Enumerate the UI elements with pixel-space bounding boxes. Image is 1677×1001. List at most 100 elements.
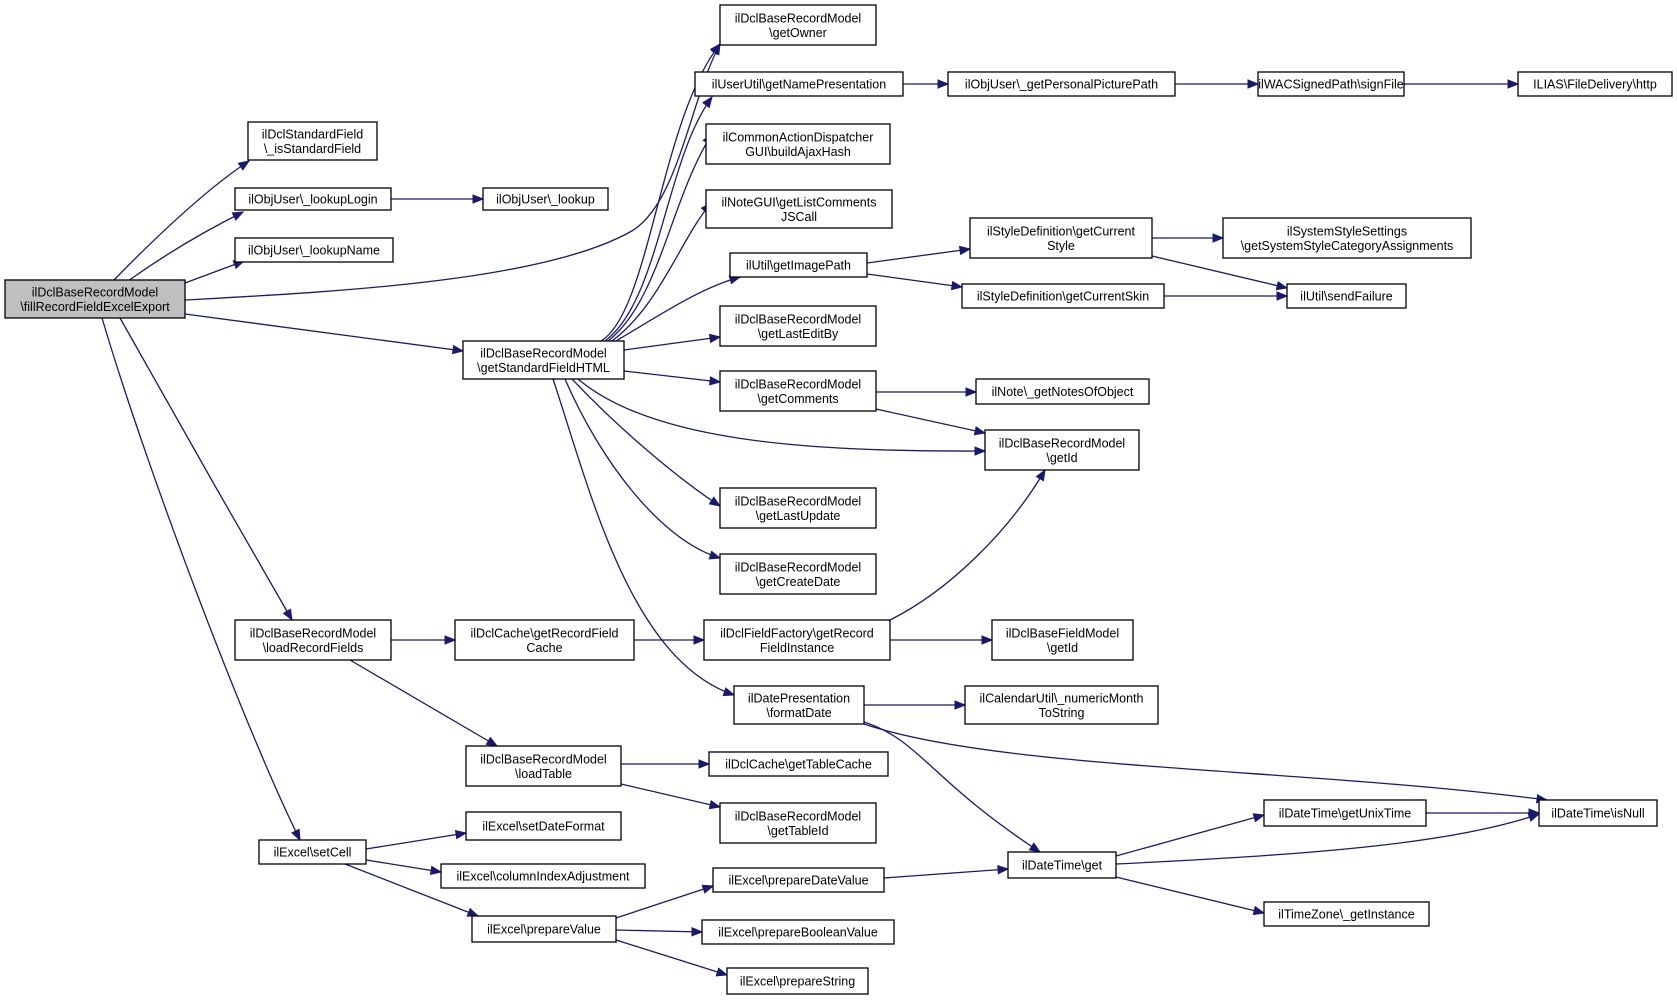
edge-root-to-lookupLogin: [127, 211, 245, 282]
edge-line: [101, 317, 301, 841]
arrowhead-icon: [454, 829, 468, 840]
edge-dtGet-to-getInstance: [1115, 876, 1266, 916]
node-label: \getId: [1047, 641, 1078, 655]
node-prepareDateValue[interactable]: ilExcel\prepareDateValue: [712, 867, 885, 893]
edge-getStandardFieldHTML-to-getNamePresentation: [604, 95, 713, 342]
node-getLastEditBy[interactable]: ilDclBaseRecordModel\getLastEditBy: [719, 305, 877, 347]
edge-getRecordFieldCache-to-getRecordFieldInstance: [634, 635, 706, 645]
node-prepareString[interactable]: ilExcel\prepareString: [726, 967, 869, 995]
node-getId[interactable]: ilDclBaseRecordModel\getId: [984, 429, 1140, 471]
edge-getRecordFieldInstance-to-fieldGetId: [890, 635, 994, 645]
node-getImagePath[interactable]: ilUtil\getImagePath: [729, 252, 868, 278]
node-box: [247, 121, 378, 161]
node-box: [440, 863, 646, 889]
node-label: ilTimeZone\_getInstance: [1278, 908, 1414, 922]
edge-line: [564, 378, 721, 559]
node-isNull[interactable]: ilDateTime\isNull: [1538, 799, 1658, 827]
node-getCreateDate[interactable]: ilDclBaseRecordModel\getCreateDate: [719, 553, 877, 595]
node-label: GUI\buildAjaxHash: [745, 145, 851, 159]
node-box: [234, 187, 392, 211]
edge-getUnixTime-to-isNull: [1426, 808, 1541, 818]
node-label: ilExcel\columnIndexAdjustment: [457, 870, 631, 884]
node-buildAjaxHash[interactable]: ilCommonActionDispatcherGUI\buildAjaxHas…: [705, 123, 891, 165]
edge-line: [607, 133, 713, 342]
node-box: [726, 967, 869, 995]
node-getComments[interactable]: ilDclBaseRecordModel\getComments: [719, 370, 877, 412]
node-box: [719, 4, 877, 46]
node-signFile[interactable]: ilWACSignedPath\signFile: [1257, 71, 1405, 97]
node-formatDate[interactable]: ilDatePresentation\formatDate: [733, 685, 865, 725]
node-box: [719, 802, 877, 844]
node-lookupName[interactable]: ilObjUser\_lookupName: [234, 237, 394, 263]
node-lookupLogin[interactable]: ilObjUser\_lookupLogin: [234, 187, 392, 211]
arrowhead-icon: [997, 865, 1010, 875]
node-box: [1257, 71, 1405, 97]
node-dtGet[interactable]: ilDateTime\get: [1007, 851, 1117, 879]
node-label: ilDateTime\get: [1022, 859, 1103, 873]
node-lookup[interactable]: ilObjUser\_lookup: [482, 187, 609, 211]
edge-setCell-to-setDateFormat: [365, 829, 468, 850]
node-label: ilDclBaseRecordModel: [480, 752, 606, 766]
node-label: ilDclBaseFieldModel: [1006, 626, 1119, 640]
node-box: [694, 71, 904, 97]
node-getPersonalPicturePath[interactable]: ilObjUser\_getPersonalPicturePath: [947, 71, 1176, 97]
node-sendFailure[interactable]: ilUtil\sendFailure: [1286, 283, 1407, 309]
node-label: ilDclBaseRecordModel: [480, 346, 606, 360]
node-loadTable[interactable]: ilDclBaseRecordModel\loadTable: [465, 745, 622, 787]
node-getNamePresentation[interactable]: ilUserUtil\getNamePresentation: [694, 71, 904, 97]
arrowhead-icon: [693, 635, 706, 645]
arrowhead-icon: [466, 907, 480, 917]
node-box: [1286, 283, 1407, 309]
node-getTableId[interactable]: ilDclBaseRecordModel\getTableId: [719, 802, 877, 844]
node-loadRecordFields[interactable]: ilDclBaseRecordModel\loadRecordFields: [234, 619, 392, 661]
node-label: ilSystemStyleSettings: [1287, 224, 1407, 238]
node-isStandardField[interactable]: ilDclStandardField\_isStandardField: [247, 121, 378, 161]
arrowhead-icon: [708, 496, 722, 507]
node-http[interactable]: ILIAS\FileDelivery\http: [1517, 71, 1673, 97]
edge-root-to-isStandardField: [112, 160, 251, 282]
edge-line: [875, 408, 986, 434]
node-getSystemStyleCategoryAssignments[interactable]: ilSystemStyleSettings\getSystemStyleCate…: [1222, 217, 1472, 259]
node-fieldGetId[interactable]: ilDclBaseFieldModel\getId: [991, 619, 1134, 661]
node-columnIndexAdjustment[interactable]: ilExcel\columnIndexAdjustment: [440, 863, 646, 889]
node-label: Style: [1047, 239, 1075, 253]
edge-line: [620, 783, 721, 808]
node-box: [705, 123, 891, 165]
node-getStandardFieldHTML[interactable]: ilDclBaseRecordModel\getStandardFieldHTM…: [462, 340, 625, 380]
node-setCell[interactable]: ilExcel\setCell: [258, 839, 367, 865]
node-prepareBooleanValue[interactable]: ilExcel\prepareBooleanValue: [701, 919, 895, 945]
node-setDateFormat[interactable]: ilExcel\setDateFormat: [465, 811, 622, 841]
arrowhead-icon: [708, 800, 722, 810]
node-label: ilUtil\getImagePath: [746, 259, 851, 273]
node-label: ILIAS\FileDelivery\http: [1533, 78, 1657, 92]
node-getUnixTime[interactable]: ilDateTime\getUnixTime: [1263, 799, 1427, 827]
node-getCurrentSkin[interactable]: ilStyleDefinition\getCurrentSkin: [961, 283, 1165, 309]
node-box: [454, 619, 635, 661]
edge-getNamePresentation-to-getPersonalPicturePath: [903, 79, 950, 89]
edge-formatDate-to-numericMonthToString: [864, 700, 967, 710]
node-box: [961, 283, 1165, 309]
node-label: ilDclBaseRecordModel: [735, 377, 861, 391]
edge-signFile-to-http: [1404, 79, 1520, 89]
node-getInstance[interactable]: ilTimeZone\_getInstance: [1263, 901, 1430, 927]
edge-setCell-to-columnIndexAdjustment: [365, 859, 443, 876]
node-label: ilExcel\setDateFormat: [482, 820, 605, 834]
node-box: [984, 429, 1140, 471]
node-label: ilWACSignedPath\signFile: [1258, 78, 1403, 92]
node-getOwner[interactable]: ilDclBaseRecordModel\getOwner: [719, 4, 877, 46]
node-getTableCache[interactable]: ilDclCache\getTableCache: [708, 751, 889, 777]
node-getLastUpdate[interactable]: ilDclBaseRecordModel\getLastUpdate: [719, 487, 877, 529]
node-getNotesOfObject[interactable]: ilNote\_getNotesOfObject: [975, 378, 1150, 405]
node-label: ilDclBaseRecordModel: [735, 11, 861, 25]
node-root[interactable]: ilDclBaseRecordModel\fillRecordFieldExce…: [4, 279, 186, 319]
arrowhead-icon: [958, 245, 972, 256]
node-box: [719, 553, 877, 595]
node-prepareValue[interactable]: ilExcel\prepareValue: [471, 915, 617, 943]
edge-line: [1115, 814, 1265, 857]
node-label: ilUserUtil\getNamePresentation: [712, 78, 886, 92]
